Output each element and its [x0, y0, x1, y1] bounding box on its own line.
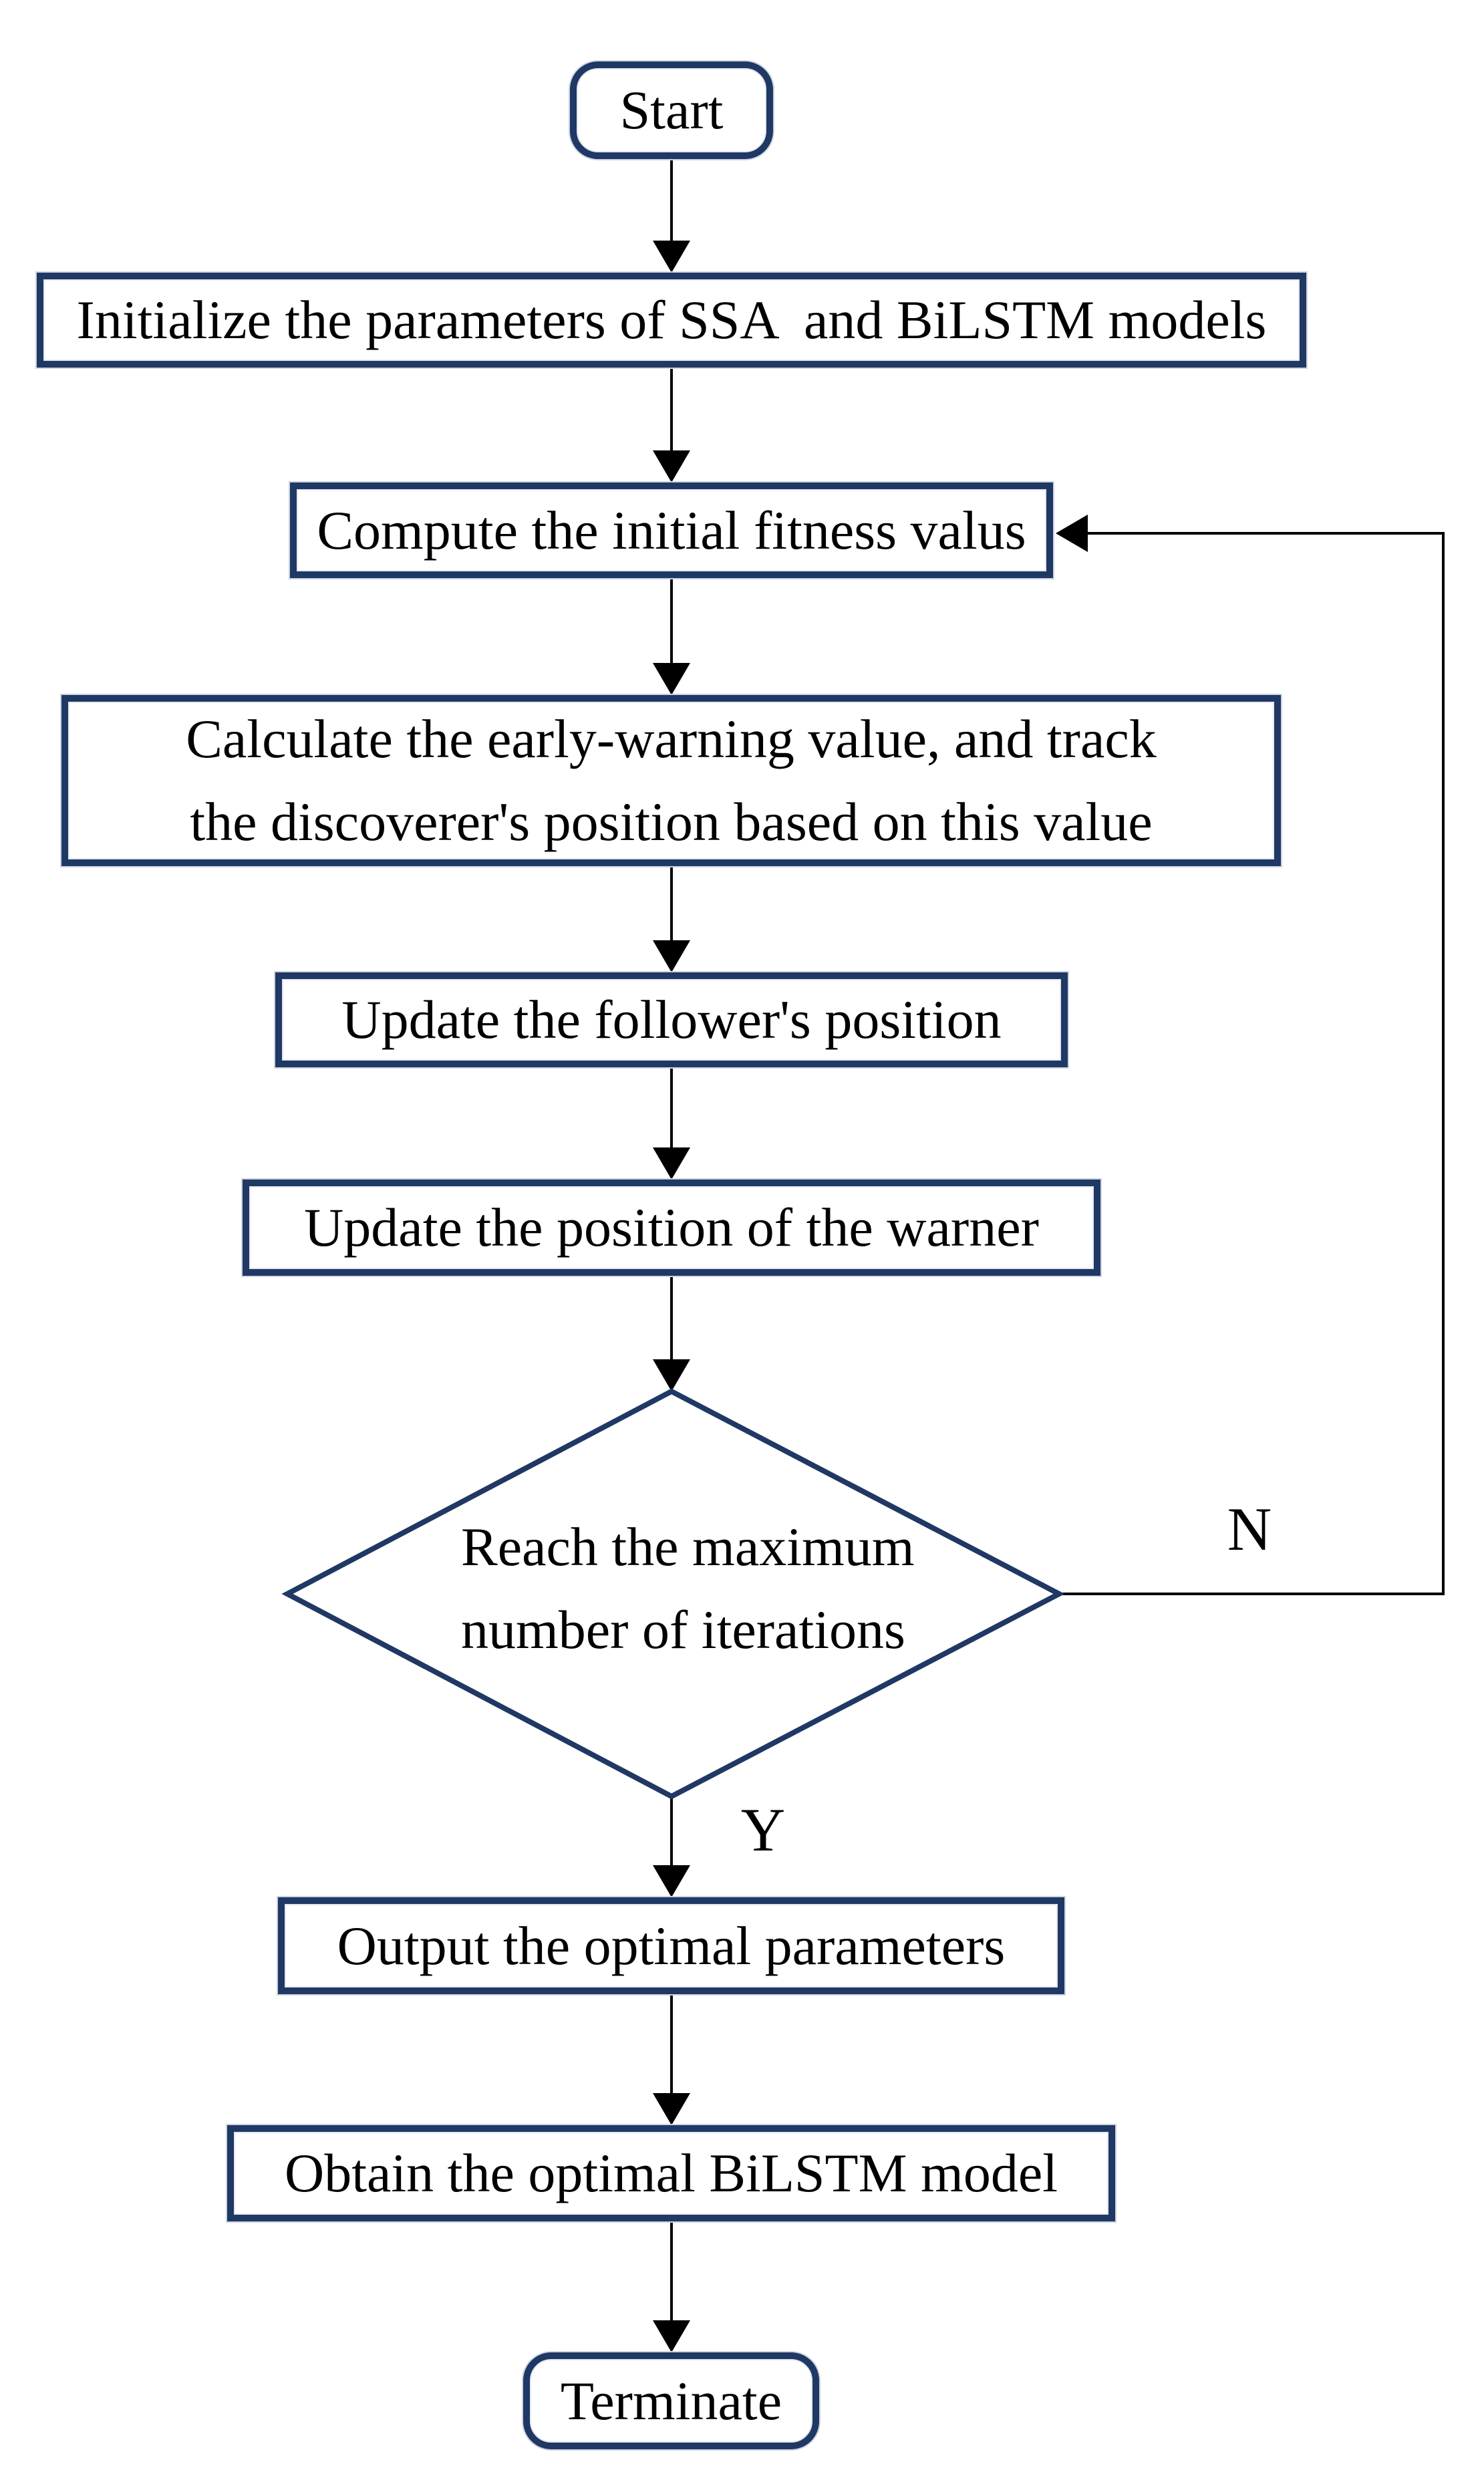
node-output-parameters-label: Output the optimal parameters [337, 1915, 1006, 1976]
arrow-initialize-to-fitness [653, 368, 690, 483]
node-terminate: Terminate [523, 2352, 819, 2449]
node-update-follower: Update the follower's position [275, 972, 1068, 1067]
node-start-label: Start [619, 80, 724, 140]
node-initialize-label: Initialize the parameters of SSA and BiL… [76, 289, 1267, 350]
node-decision-text: Reach the maximum number of iterations [461, 1506, 1022, 1671]
arrow-fitness-to-warning [653, 578, 690, 695]
node-update-warner-label: Update the position of the warner [304, 1197, 1039, 1258]
arrow-obtain-to-terminate [653, 2221, 690, 2352]
arrow-follower-to-warner [653, 1067, 690, 1180]
feedback-loop-no [1056, 515, 1445, 1595]
node-early-warning-line1: Calculate the early-warning value, and t… [186, 708, 1157, 769]
node-terminate-label: Terminate [560, 2370, 782, 2431]
arrow-warner-to-decision [653, 1276, 690, 1391]
node-obtain-model: Obtain the optimal BiLSTM model [227, 2125, 1115, 2221]
arrow-output-to-obtain [653, 1994, 690, 2125]
node-early-warning: Calculate the early-warning value, and t… [61, 695, 1281, 866]
node-start: Start [570, 61, 773, 159]
node-decision-line2: number of iterations [461, 1599, 905, 1660]
node-early-warning-line2: the discoverer's position based on this … [190, 791, 1153, 852]
node-update-follower-label: Update the follower's position [341, 989, 1002, 1050]
node-compute-fitness: Compute the initial fitness valus [290, 483, 1053, 578]
edge-label-no: N [1227, 1495, 1272, 1563]
node-obtain-model-label: Obtain the optimal BiLSTM model [284, 2143, 1058, 2203]
arrow-warning-to-follower [653, 866, 690, 972]
node-initialize: Initialize the parameters of SSA and BiL… [37, 273, 1306, 368]
node-decision-line1: Reach the maximum [461, 1516, 915, 1577]
decision-diamond [281, 1388, 1065, 1800]
edge-label-yes: Y [740, 1796, 786, 1864]
arrow-decision-to-output [653, 1796, 690, 1897]
node-output-parameters: Output the optimal parameters [278, 1897, 1064, 1994]
node-compute-fitness-label: Compute the initial fitness valus [317, 499, 1026, 561]
node-update-warner: Update the position of the warner [243, 1180, 1100, 1276]
arrow-start-to-initialize [653, 159, 690, 273]
